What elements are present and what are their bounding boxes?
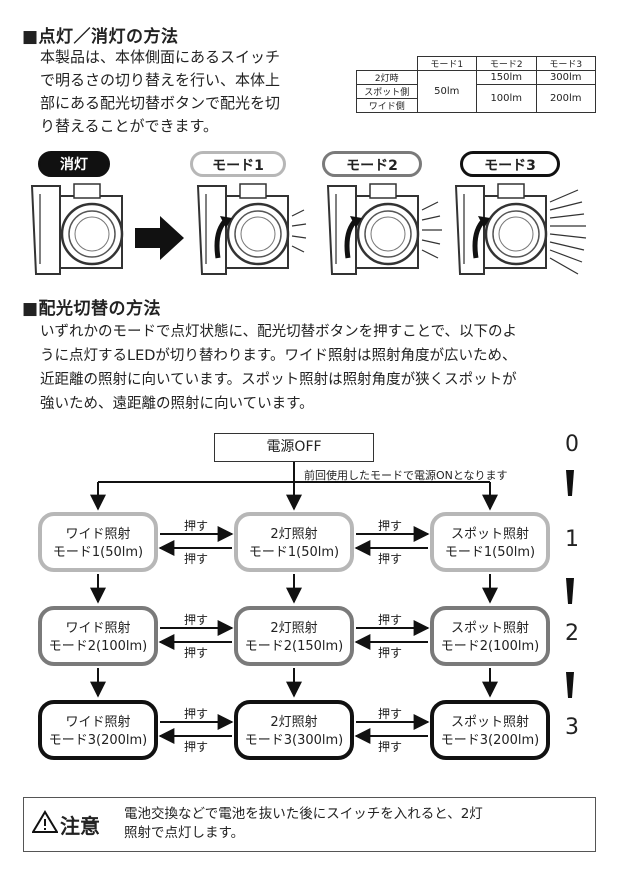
push-label: 押す — [378, 646, 403, 660]
node-mode: モード2(150lm) — [244, 639, 344, 654]
node-title: 2灯照射 — [270, 621, 318, 636]
level-arrows — [566, 470, 574, 698]
node-wide-mode2: ワイド照射 モード2(100lm) — [38, 606, 158, 666]
node-mode: モード1(50lm) — [52, 545, 144, 560]
node-mode: モード2(100lm) — [440, 639, 540, 654]
node-title: 2灯照射 — [270, 715, 318, 730]
push-label: 押す — [378, 707, 403, 721]
intro-line: で明るさの切り替えを行い、本体上 — [40, 71, 281, 89]
node-mode: モード1(50lm) — [248, 545, 340, 560]
section-title-lighting: ■点灯／消灯の方法 — [22, 27, 179, 47]
node-dual-mode1: 2灯照射 モード1(50lm) — [234, 512, 354, 572]
device-illustrations — [30, 182, 587, 276]
body-line: 近距離の照射に向いています。スポット照射は照射角度が狭くスポットが — [40, 372, 517, 388]
level-label: 3 — [565, 715, 579, 740]
mode1-badge: モード1 — [190, 151, 286, 177]
node-title: スポット照射 — [450, 715, 529, 730]
node-title: 2灯照射 — [270, 527, 318, 542]
push-label: 押す — [378, 740, 403, 754]
body-line: 強いため、遠距離の照射に向いています。 — [40, 396, 314, 412]
push-label: 押す — [184, 707, 209, 721]
push-label: 押す — [184, 552, 209, 566]
mode3-badge: モード3 — [460, 151, 560, 177]
push-label: 押す — [378, 613, 403, 627]
spec-cell: 100lm — [476, 84, 537, 113]
level-label: 1 — [565, 527, 579, 552]
node-title: ワイド照射 — [65, 527, 131, 542]
node-title: ワイド照射 — [65, 715, 131, 730]
node-wide-mode3: ワイド照射 モード3(200lm) — [38, 700, 158, 760]
node-spot-mode1: スポット照射 モード1(50lm) — [430, 512, 550, 572]
node-spot-mode2: スポット照射 モード2(100lm) — [430, 606, 550, 666]
caution-box: 注意 電池交換などで電池を抜いた後にスイッチを入れると、2灯 照射で点灯します。 — [23, 797, 596, 852]
push-label: 押す — [378, 552, 403, 566]
level-label: 0 — [565, 432, 579, 457]
power-on-note: 前回使用したモードで電源ONとなります — [304, 469, 508, 482]
light-rays-mode2 — [421, 201, 442, 259]
mode-off-badge: 消灯 — [38, 151, 110, 177]
node-mode: モード3(300lm) — [244, 733, 344, 748]
body-line: うに点灯するLEDが切り替わります。ワイド照射は照射角度が広いため、 — [40, 348, 517, 364]
node-dual-mode3: 2灯照射 モード3(300lm) — [234, 700, 354, 760]
push-label: 押す — [184, 519, 209, 533]
push-label: 押す — [378, 519, 403, 533]
spec-cell: 200lm — [535, 84, 596, 113]
warning-triangle-icon — [32, 810, 58, 833]
intro-line: 部にある配光切替ボタンで配光を切 — [40, 94, 281, 112]
node-spot-mode3: スポット照射 モード3(200lm) — [430, 700, 550, 760]
push-label: 押す — [184, 613, 209, 627]
node-mode: モード1(50lm) — [444, 545, 536, 560]
mode2-badge: モード2 — [322, 151, 422, 177]
flow-connectors — [90, 462, 574, 744]
node-title: ワイド照射 — [65, 621, 131, 636]
node-mode: モード3(200lm) — [440, 733, 540, 748]
caution-text: 電池交換などで電池を抜いた後にスイッチを入れると、2灯 照射で点灯します。 — [124, 805, 589, 843]
node-dual-mode2: 2灯照射 モード2(150lm) — [234, 606, 354, 666]
spec-table: モード1 モード2 モード3 2灯時 50lm 150lm 300lm スポット… — [356, 56, 596, 113]
node-wide-mode1: ワイド照射 モード1(50lm) — [38, 512, 158, 572]
node-mode: モード3(200lm) — [48, 733, 148, 748]
caution-label: 注意 — [60, 814, 100, 838]
light-rays-mode1 — [291, 209, 307, 253]
push-label: 押す — [184, 740, 209, 754]
node-title: スポット照射 — [450, 621, 529, 636]
level-label: 2 — [565, 621, 579, 646]
intro-line: り替えることができます。 — [40, 117, 219, 135]
transition-arrow-icon — [135, 216, 184, 260]
section-title-beam: ■配光切替の方法 — [22, 299, 162, 319]
node-mode: モード2(100lm) — [48, 639, 148, 654]
caution-line: 照射で点灯します。 — [124, 825, 245, 841]
intro-text: 本製品は、本体側面にあるスイッチ で明るさの切り替えを行い、本体上 部にある配光… — [40, 46, 350, 138]
push-label: 押す — [184, 646, 209, 660]
spec-row-label: ワイド側 — [356, 98, 418, 113]
body-line: いずれかのモードで点灯状態に、配光切替ボタンを押すことで、以下のよ — [40, 324, 518, 340]
light-rays-mode3 — [549, 189, 587, 275]
intro-line: 本製品は、本体側面にあるスイッチ — [40, 48, 281, 66]
power-off-box: 電源OFF — [214, 433, 374, 462]
beam-description: いずれかのモードで点灯状態に、配光切替ボタンを押すことで、以下のよ うに点灯する… — [40, 320, 605, 416]
caution-line: 電池交換などで電池を抜いた後にスイッチを入れると、2灯 — [124, 806, 483, 822]
node-title: スポット照射 — [450, 527, 529, 542]
